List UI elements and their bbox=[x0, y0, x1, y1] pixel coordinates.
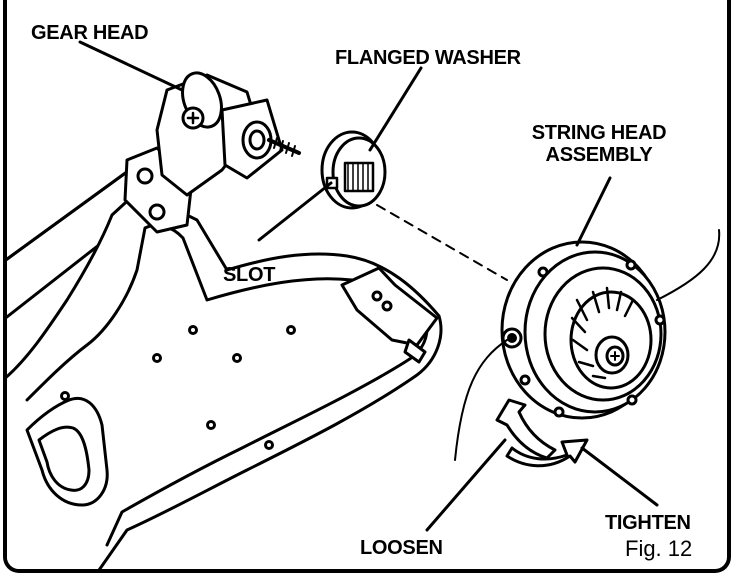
flanged-washer bbox=[320, 130, 387, 210]
trimmer-line-right bbox=[656, 229, 721, 301]
rotation-arrows bbox=[495, 398, 589, 468]
leader-loosen bbox=[425, 438, 507, 532]
guard-rivet-5 bbox=[206, 420, 216, 430]
guard-rivet-6 bbox=[264, 440, 274, 450]
leader-gear-head bbox=[78, 40, 184, 92]
label-loosen: LOOSEN bbox=[360, 537, 443, 559]
alignment-line bbox=[376, 204, 508, 281]
label-string-head-line1: STRING HEAD bbox=[531, 122, 667, 144]
loosen-arrow-icon bbox=[495, 398, 557, 460]
figure-frame: GEAR HEAD FLANGED WASHER STRING HEAD ASS… bbox=[3, 0, 731, 573]
trimmer-line-left bbox=[454, 339, 508, 461]
trimmer-diagram bbox=[7, 40, 721, 569]
leader-tighten bbox=[580, 446, 659, 507]
leader-slot bbox=[257, 181, 333, 242]
leader-string-head bbox=[575, 176, 612, 247]
guard-rivet-1 bbox=[152, 353, 162, 363]
leader-flanged-washer bbox=[368, 66, 423, 152]
label-tighten: TIGHTEN bbox=[605, 512, 691, 534]
label-gear-head: GEAR HEAD bbox=[31, 22, 149, 44]
gear-head bbox=[155, 71, 301, 197]
label-string-head-assembly: STRING HEAD ASSEMBLY bbox=[519, 122, 679, 166]
debris-guard bbox=[7, 190, 443, 569]
guard-rivet-7 bbox=[60, 391, 70, 401]
label-slot: SLOT bbox=[223, 264, 276, 286]
string-head-assembly bbox=[454, 229, 721, 461]
label-flanged-washer: FLANGED WASHER bbox=[335, 47, 521, 69]
label-string-head-line2: ASSEMBLY bbox=[545, 144, 653, 166]
guard-rivet-2 bbox=[188, 325, 198, 335]
guard-rivet-4 bbox=[232, 353, 242, 363]
clamp-bolt-2 bbox=[148, 203, 166, 221]
leader-lines bbox=[78, 40, 659, 532]
figure-number: Fig. 12 bbox=[625, 536, 693, 561]
tighten-arrow-icon bbox=[505, 438, 589, 468]
clamp-bolt-1 bbox=[136, 167, 154, 185]
guard-rivet-3 bbox=[286, 325, 296, 335]
